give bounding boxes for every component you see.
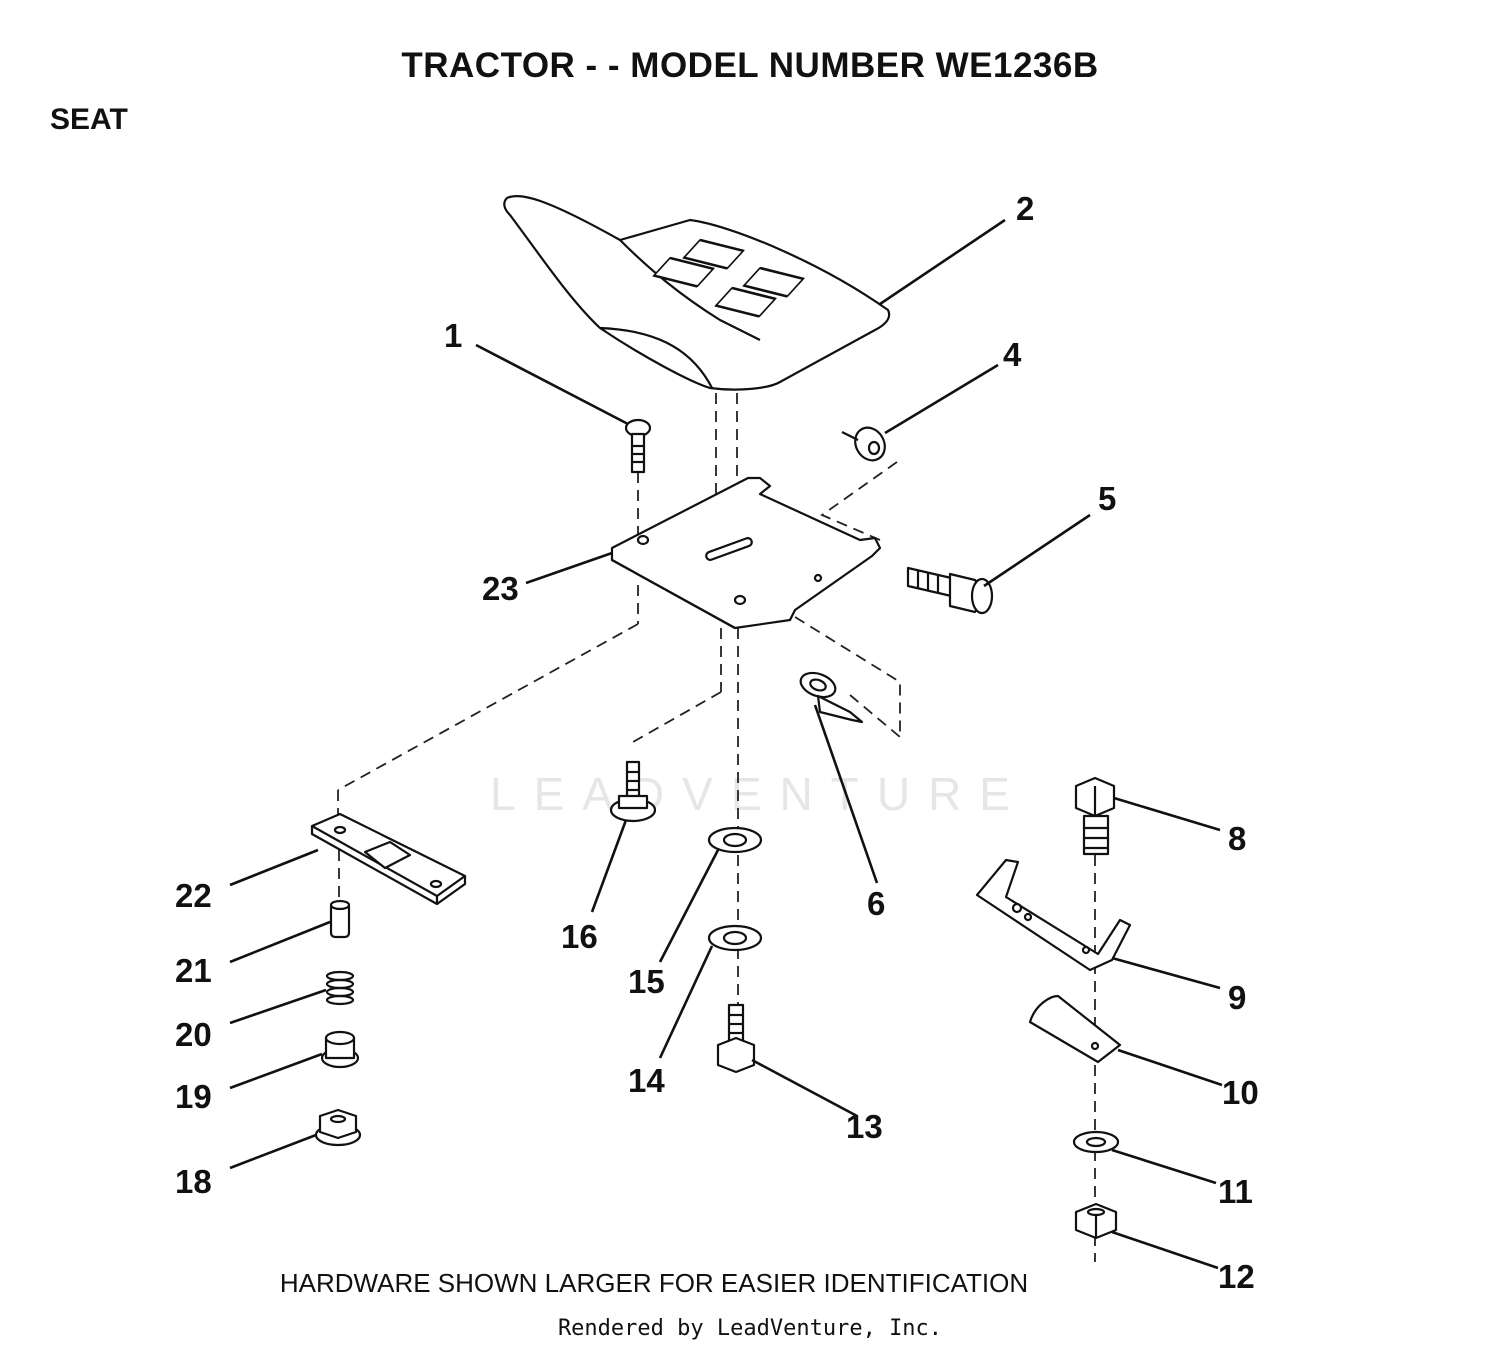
- latch-plate-part: [310, 812, 467, 906]
- callout-1: 1: [444, 317, 462, 354]
- callout-11: 11: [1218, 1173, 1253, 1210]
- section-label: SEAT: [50, 103, 128, 136]
- callout-4: 4: [1003, 336, 1022, 373]
- callout-21: 21: [175, 952, 212, 989]
- callout-19: 19: [175, 1078, 212, 1115]
- clip-part: [799, 671, 864, 724]
- render-credit-text: Rendered by LeadVenture, Inc.: [557, 1316, 943, 1341]
- diagram-title: TRACTOR - - MODEL NUMBER WE1236B: [401, 46, 1099, 85]
- callout-leaders: [229, 218, 1223, 1270]
- callout-9: 9: [1228, 979, 1246, 1016]
- callout-15: 15: [628, 963, 665, 1000]
- clamp-part: [1028, 994, 1122, 1064]
- callout-5: 5: [1098, 480, 1116, 517]
- seat-part: [503, 195, 891, 391]
- render-credit: Rendered by LeadVenture, Inc.: [0, 1316, 1500, 1341]
- cap-screw-part: [716, 1003, 756, 1074]
- watermark-text: LEADVENTURE: [490, 768, 1028, 820]
- hex-bolt-part: [906, 566, 994, 615]
- callout-16: 16: [561, 918, 598, 955]
- callout-22: 22: [175, 877, 212, 914]
- hex-nut-part: [841, 426, 886, 462]
- callout-8: 8: [1228, 820, 1246, 857]
- shoulder-bolt-part: [609, 760, 657, 823]
- bushing-part: [320, 1030, 360, 1069]
- bracket-part: [975, 858, 1132, 972]
- pin-part: [329, 899, 351, 939]
- callout-10: 10: [1222, 1074, 1259, 1111]
- carriage-bolt-part: [624, 418, 652, 474]
- callout-6: 6: [867, 885, 885, 922]
- washer-part: [707, 826, 763, 854]
- callout-14: 14: [628, 1062, 665, 1099]
- assembly-guide-lines: [337, 393, 1096, 1262]
- lock-nut-part: [1074, 1202, 1118, 1240]
- lock-washer-part: [707, 924, 763, 952]
- callout-18: 18: [175, 1163, 212, 1200]
- flange-nut-part: [314, 1108, 362, 1147]
- flat-washer-part: [1072, 1130, 1120, 1154]
- callout-12: 12: [1218, 1258, 1255, 1295]
- hardware-note: HARDWARE SHOWN LARGER FOR EASIER IDENTIF…: [0, 1268, 1300, 1299]
- hex-head-bolt-part: [1074, 776, 1116, 856]
- callout-23: 23: [482, 570, 519, 607]
- hardware-note-text: HARDWARE SHOWN LARGER FOR EASIER IDENTIF…: [279, 1268, 1029, 1298]
- seat-plate-part: [610, 476, 882, 630]
- callout-numbers: 1 2 4 5 6 8 9 10 11 12 13 14 15 16 18 19…: [175, 190, 1259, 1295]
- spring-part: [325, 970, 355, 1006]
- callout-20: 20: [175, 1016, 212, 1053]
- callout-13: 13: [846, 1108, 883, 1145]
- callout-2: 2: [1016, 190, 1034, 227]
